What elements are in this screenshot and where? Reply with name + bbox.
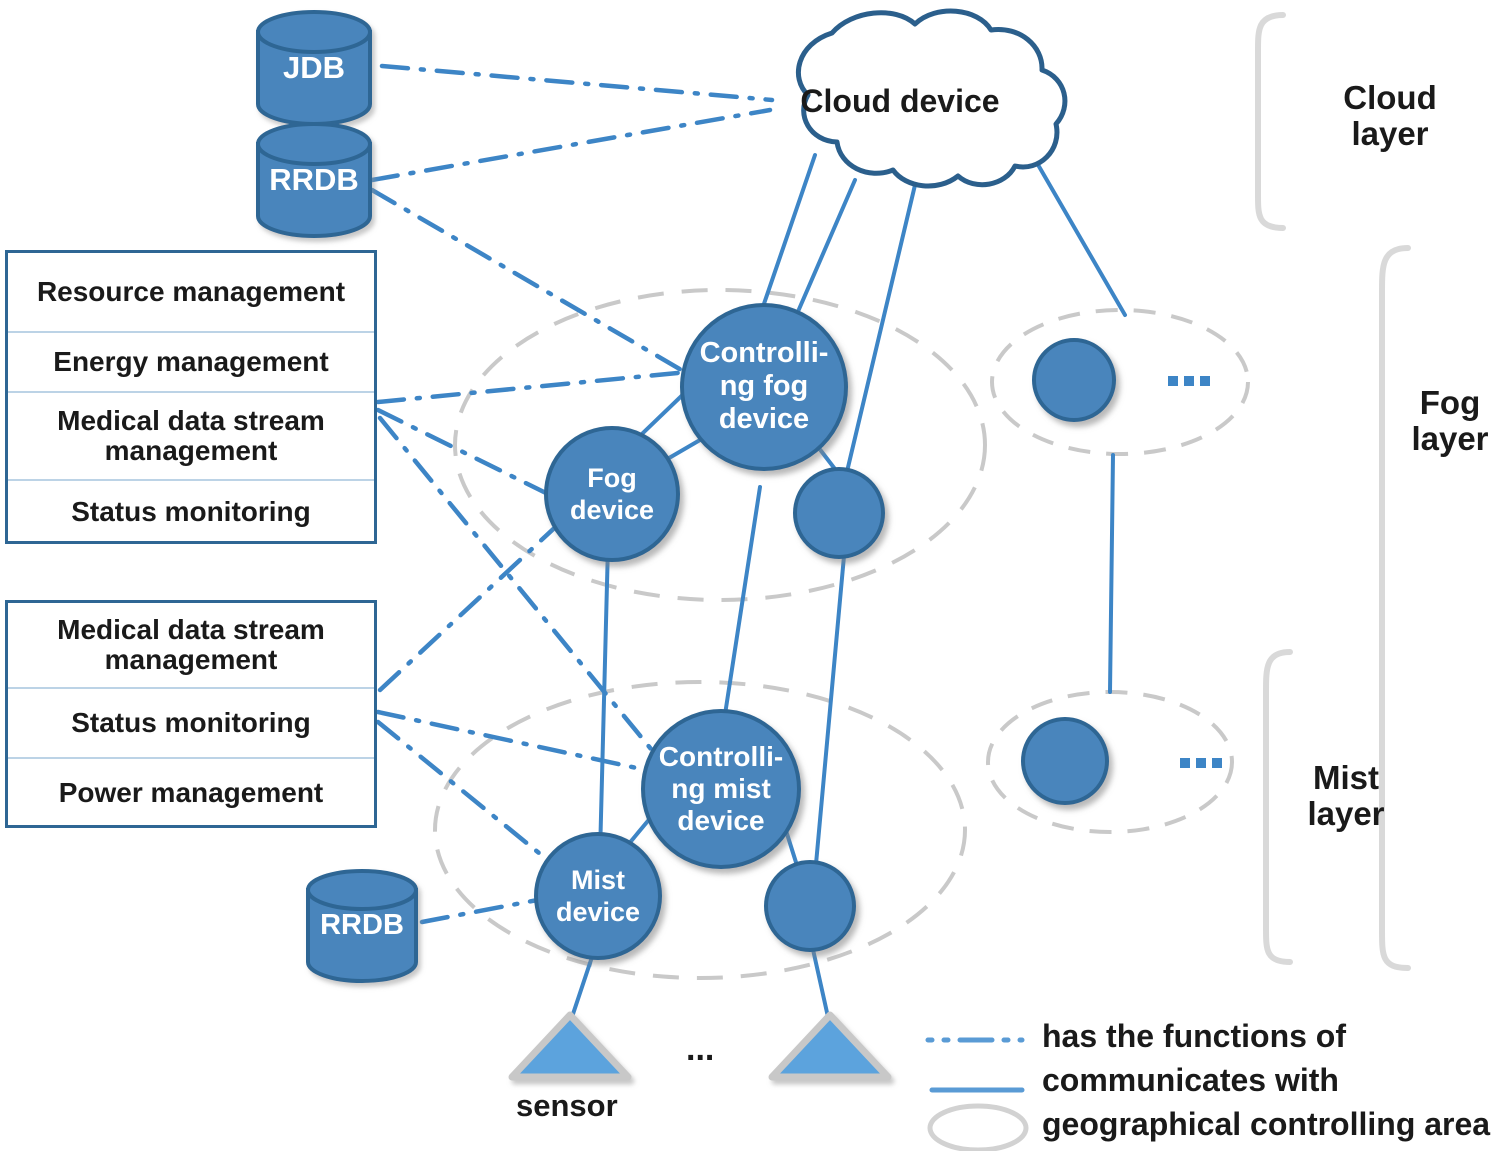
- mist-node-plain[interactable]: [764, 860, 856, 952]
- fog-layer-label-group: Fog layer: [1400, 384, 1500, 458]
- mist-management-box[interactable]: Medical data stream management Status mo…: [5, 600, 377, 828]
- mist-node-right[interactable]: [1021, 717, 1109, 805]
- mist-layer-label-line2: layer: [1307, 795, 1385, 833]
- controlling-fog-device-line3: device: [719, 403, 809, 435]
- link-cloud-controlfog-b: [788, 178, 857, 332]
- fn-fogbox-controlmist: [377, 415, 663, 763]
- mist-area-ellipse-left: [433, 680, 967, 980]
- cloud-layer-brace: [1255, 12, 1286, 231]
- fog-node-plain[interactable]: [793, 467, 885, 559]
- management-row[interactable]: Resource management: [8, 253, 374, 333]
- jdb-top-ellipse: [256, 10, 372, 54]
- database-jdb[interactable]: JDB: [256, 10, 372, 126]
- rrdb-mist-ellipse: [306, 869, 418, 911]
- management-row[interactable]: Status monitoring: [71, 495, 311, 527]
- fog-layer-brace: [1379, 245, 1411, 971]
- management-row[interactable]: Medical data stream management: [8, 393, 374, 481]
- management-row[interactable]: Energy management: [8, 333, 374, 393]
- controlling-mist-device-line2: ng mist: [671, 773, 771, 804]
- fog-area-ellipse-left: [453, 288, 987, 602]
- legend-label-geo-area: geographical controlling area: [1042, 1106, 1491, 1142]
- sensor-right[interactable]: [768, 1011, 892, 1081]
- mist-right-ellipsis-dots: [1180, 758, 1222, 768]
- fn-rrdb-controlfog: [369, 187, 693, 378]
- legend-ellipse-glyph: [927, 1103, 1029, 1151]
- legend-glyphs: [925, 1037, 1029, 1151]
- fog-area-ellipse-right: [990, 308, 1250, 456]
- fn-jdb-cloud: [379, 63, 775, 103]
- link-rightfog-rightmist: [1108, 453, 1115, 694]
- fn-mistbox-fogdevice: [377, 517, 566, 693]
- mist-layer-label-group: Mist layer: [1296, 759, 1396, 833]
- layer-braces: [1255, 12, 1411, 971]
- controlling-fog-device-circle: [680, 303, 848, 471]
- controlling-fog-device[interactable]: Controlli- ng fog device: [680, 303, 848, 471]
- fn-fogbox-fogdevice: [375, 407, 563, 503]
- rrdb-mist-label: RRDB: [320, 909, 404, 941]
- mist-device-line1: Mist: [571, 865, 625, 895]
- management-row[interactable]: Medical data stream management: [8, 603, 374, 689]
- fog-layer-label-line1: Fog: [1419, 384, 1481, 421]
- rrdb-top-ellipse: [256, 122, 372, 166]
- fn-rrdb-cloud: [369, 107, 773, 183]
- management-row[interactable]: Power management: [58, 776, 324, 808]
- database-rrdb-mist[interactable]: RRDB: [306, 869, 418, 983]
- mist-device-circle: [534, 832, 662, 960]
- controlling-mist-device[interactable]: Controlli- ng mist device: [641, 709, 801, 869]
- cloud-shape: [796, 8, 1068, 189]
- link-fognode3-mistnode3: [813, 543, 847, 877]
- link-cloud-controlfog-a: [753, 153, 817, 332]
- sensor-caption: sensor: [516, 1088, 618, 1123]
- cloud-layer-label-group: Cloud layer: [1300, 79, 1480, 153]
- cloud-layer-label-line2: layer: [1351, 115, 1429, 153]
- fog-management-box[interactable]: Resource management Energy management Me…: [5, 250, 377, 544]
- geographical-controlling-areas: [433, 288, 1250, 980]
- rrdb-top-body: [256, 142, 372, 238]
- mist-layer-brace: [1263, 649, 1293, 965]
- link-mistnode3-sensor2: [810, 943, 830, 1019]
- fog-device-line2: device: [570, 495, 654, 525]
- sensor-left[interactable]: [508, 1011, 632, 1081]
- cloud-layer-label-line1: Cloud: [1343, 79, 1437, 116]
- legend-label-communicates: communicates with: [1042, 1062, 1339, 1098]
- controlling-mist-device-circle: [641, 709, 801, 869]
- controlling-mist-device-line3: device: [677, 805, 764, 836]
- mist-device-line2: device: [556, 897, 640, 927]
- fn-mistbox-controlmist: [375, 709, 658, 775]
- jdb-label: JDB: [283, 50, 345, 85]
- management-row[interactable]: Status monitoring: [8, 689, 374, 759]
- controlling-fog-device-line2: ng fog: [720, 370, 809, 402]
- cloud-device[interactable]: Cloud device: [796, 8, 1068, 189]
- fog-device-circle: [544, 426, 680, 562]
- mist-device[interactable]: Mist device: [534, 832, 662, 960]
- legend-label-has-functions: has the functions of: [1042, 1018, 1346, 1054]
- mist-layer-label-line1: Mist: [1313, 759, 1379, 796]
- function-links: [369, 63, 775, 925]
- sensor-left-triangle: [508, 1011, 632, 1081]
- rrdb-mist-body: [306, 888, 418, 983]
- sensor-right-triangle: [768, 1011, 892, 1081]
- link-fogdevice-mistdevice: [598, 543, 610, 857]
- fn-rrdbmist-mistdevice: [419, 895, 551, 925]
- controlling-fog-device-line1: Controlli-: [700, 337, 829, 369]
- fog-device-line1: Fog: [587, 463, 636, 493]
- rrdb-top-label: RRDB: [269, 162, 359, 197]
- fog-node-right[interactable]: [1032, 338, 1116, 422]
- fn-mistbox-mistdevice: [375, 719, 553, 865]
- link-cloud-fognode3: [843, 183, 917, 482]
- database-rrdb-top[interactable]: RRDB: [256, 122, 372, 238]
- fn-fogbox-controlfog: [375, 369, 691, 405]
- fog-device[interactable]: Fog device: [544, 426, 680, 562]
- sensors-ellipsis: ...: [686, 1030, 715, 1068]
- fog-layer-label-line2: layer: [1411, 420, 1489, 458]
- cloud-device-label: Cloud device: [800, 83, 999, 119]
- fog-right-ellipsis-dots: [1168, 376, 1210, 386]
- controlling-mist-device-line1: Controlli-: [659, 741, 783, 772]
